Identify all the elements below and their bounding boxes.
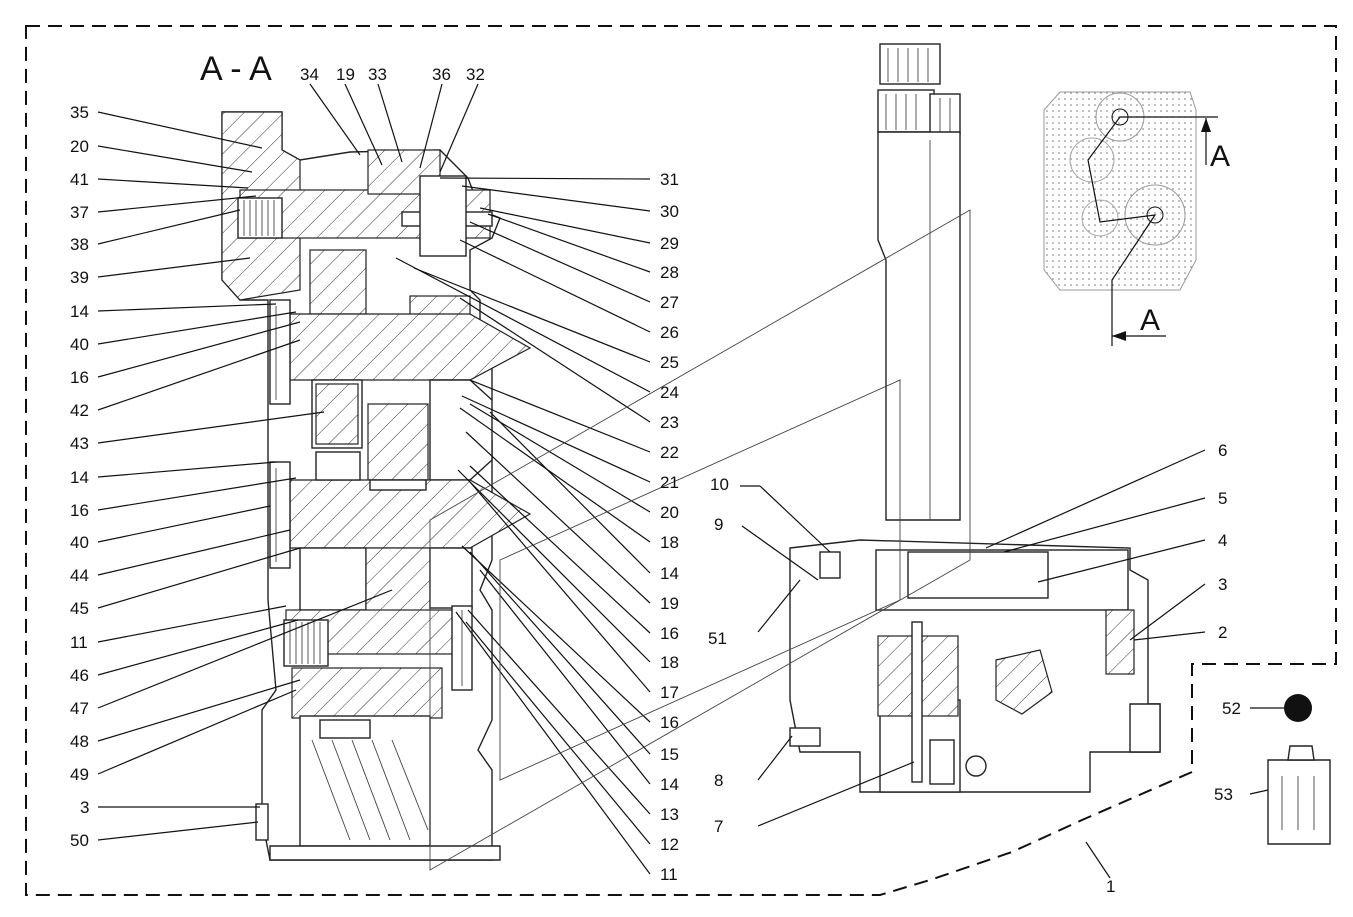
callout-label: 12	[660, 835, 679, 854]
callout-label: 49	[70, 765, 89, 784]
callout-label: 19	[336, 65, 355, 84]
callout-label: 38	[70, 235, 89, 254]
callout-label: 48	[70, 732, 89, 751]
callout-label: 50	[70, 831, 89, 850]
callout-label: 32	[466, 65, 485, 84]
callout-label: 18	[660, 533, 679, 552]
callout-label: 34	[300, 65, 319, 84]
assembly-view	[789, 43, 1161, 793]
callout-label: 3	[1218, 575, 1227, 594]
callout-label: 2	[1218, 623, 1227, 642]
callout-label: 19	[660, 594, 679, 613]
callout-label: 9	[714, 515, 723, 534]
callout-label: 45	[70, 599, 89, 618]
callout-label: 20	[660, 503, 679, 522]
callout-label: 8	[714, 771, 723, 790]
callout-label: 15	[660, 745, 679, 764]
callout-label: 39	[70, 268, 89, 287]
callout-label: 14	[660, 775, 679, 794]
callout-label: 16	[660, 713, 679, 732]
callout-label: 35	[70, 103, 89, 122]
cross-section-view	[221, 111, 532, 861]
callout-label: 14	[70, 468, 89, 487]
leader-lines-left	[97, 111, 393, 841]
callout-label: 7	[714, 817, 723, 836]
callout-label: 23	[660, 413, 679, 432]
callout-label: 52	[1222, 699, 1241, 718]
callout-label: 24	[660, 383, 679, 402]
callout-label: 37	[70, 203, 89, 222]
callout-label: 16	[660, 624, 679, 643]
section-mark-bottom: A	[1140, 304, 1160, 337]
kit-item-53-canister	[1267, 745, 1331, 845]
callout-label: 22	[660, 443, 679, 462]
callout-label: 21	[660, 473, 679, 492]
outline-overlays	[429, 209, 971, 871]
callouts-assembly: 10 9 51 8 7 6 5 4 3 2 1	[708, 441, 1227, 896]
callout-label: 46	[70, 666, 89, 685]
callout-label: 6	[1218, 441, 1227, 460]
callout-label: 40	[70, 335, 89, 354]
callout-label: 16	[70, 368, 89, 387]
callouts-right: 31 30 29 28 27 26 25 24 23 22 21 20 18 1…	[660, 170, 679, 884]
callout-label: 16	[70, 501, 89, 520]
callout-label: 51	[708, 629, 727, 648]
section-mark-top: A	[1210, 140, 1230, 173]
callout-label: 41	[70, 170, 89, 189]
callout-label: 4	[1218, 531, 1227, 550]
callouts-top: 34 19 33 36 32	[300, 65, 485, 84]
callout-label: 31	[660, 170, 679, 189]
callout-label: 25	[660, 353, 679, 372]
callout-label: 20	[70, 137, 89, 156]
callout-label: 40	[70, 533, 89, 552]
leader-lines-top	[309, 83, 479, 173]
callout-label: 29	[660, 234, 679, 253]
callout-label: 42	[70, 401, 89, 420]
kit-boundary	[25, 25, 1337, 896]
callout-label: 11	[660, 865, 678, 884]
leader-lines-assembly	[740, 449, 1284, 879]
inset-section-diagram	[1043, 91, 1218, 346]
callout-label: 11	[70, 633, 88, 652]
callout-label: 14	[70, 302, 89, 321]
callout-label: 17	[660, 683, 679, 702]
callout-label: 13	[660, 805, 679, 824]
callout-label: 28	[660, 263, 679, 282]
callout-label: 27	[660, 293, 679, 312]
callout-label: 30	[660, 202, 679, 221]
callout-label: 14	[660, 564, 679, 583]
callout-label: 44	[70, 566, 89, 585]
section-title: A - A	[200, 50, 272, 88]
callout-label: 33	[368, 65, 387, 84]
callouts-left: 35 20 41 37 38 39 14 40 16 42 43 14 16 4…	[70, 103, 89, 850]
callout-label: 43	[70, 434, 89, 453]
callout-label: 5	[1218, 489, 1227, 508]
callout-label: 53	[1214, 785, 1233, 804]
callout-label: 1	[1106, 877, 1115, 896]
callout-label: 26	[660, 323, 679, 342]
callout-label: 18	[660, 653, 679, 672]
callout-label: 36	[432, 65, 451, 84]
callout-label: 47	[70, 699, 89, 718]
callout-label: 10	[710, 475, 729, 494]
callouts-kit: 52 53	[1214, 699, 1241, 804]
callout-label: 3	[80, 798, 89, 817]
kit-item-52-disc	[1284, 694, 1312, 722]
